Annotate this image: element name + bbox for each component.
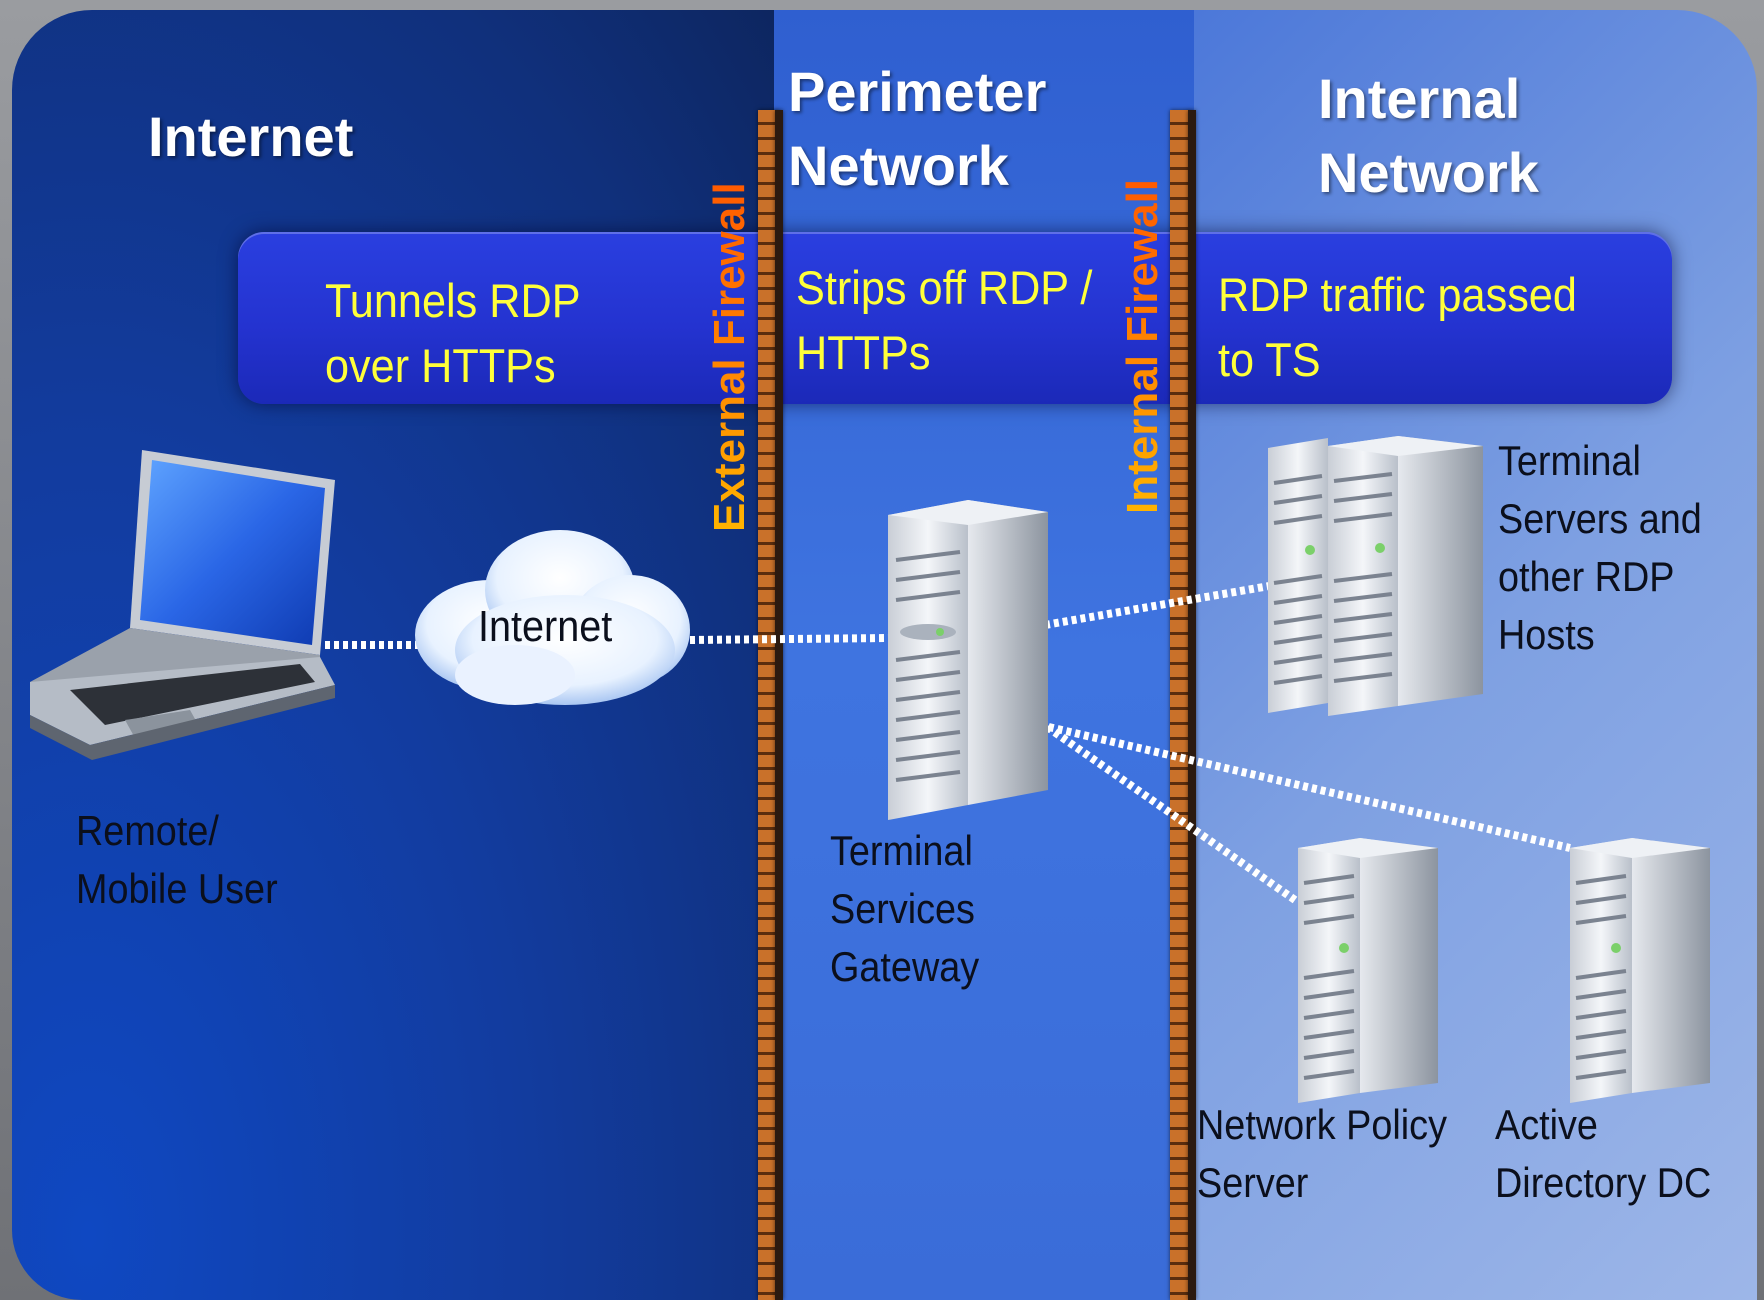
terminal-server-b-icon xyxy=(1328,436,1483,716)
zone-title-internal: Internal Network xyxy=(1318,67,1539,204)
traffic-banner xyxy=(238,232,1672,404)
zone-title-internet: Internet xyxy=(148,105,354,168)
laptop-icon xyxy=(30,450,335,760)
nps-server-icon xyxy=(1298,838,1438,1103)
banner-text-perimeter: Strips off RDP / HTTPs xyxy=(796,261,1093,379)
link-gateway-ad xyxy=(1039,721,1571,852)
link-cloud-gateway xyxy=(689,634,891,644)
terminal-server-a-icon xyxy=(1268,438,1328,713)
external-firewall-bar xyxy=(758,110,778,1300)
cloud-icon xyxy=(415,530,690,705)
external-firewall-edge xyxy=(775,110,783,1300)
ad-server-icon xyxy=(1570,838,1710,1103)
zone-title-perimeter: Perimeter Network xyxy=(788,60,1047,197)
laptop-label: Remote/ Mobile User xyxy=(76,807,278,912)
internal-firewall-bar xyxy=(1170,110,1190,1300)
gateway-server-icon xyxy=(888,500,1048,820)
internal-firewall-edge xyxy=(1188,110,1196,1300)
link-gateway-nps xyxy=(1037,718,1298,904)
cloud-label: Internet xyxy=(478,602,613,651)
banner-text-internal: RDP traffic passed to TS xyxy=(1218,268,1577,386)
link-gateway-terminal-servers xyxy=(1044,581,1276,629)
banner-text-internet: Tunnels RDP over HTTPs xyxy=(325,274,581,392)
connection-lines xyxy=(325,581,1571,904)
gateway-label: Terminal Services Gateway xyxy=(830,827,980,990)
nps-label: Network Policy Server xyxy=(1197,1101,1447,1206)
terminal-servers-label: Terminal Servers and other RDP Hosts xyxy=(1498,437,1702,658)
ad-label: Active Directory DC xyxy=(1495,1101,1712,1206)
